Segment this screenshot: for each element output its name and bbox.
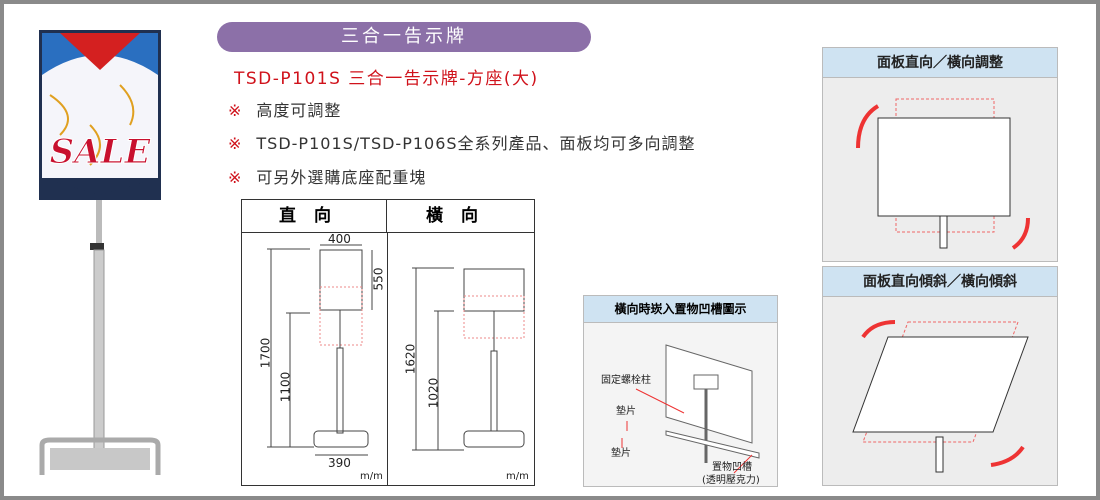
slot-diagram: 橫向時崁入置物凹槽圖示 固定螺栓柱 墊片 墊片 置物凹槽 (透明壓克力) [583, 295, 778, 487]
unit-label: m/m [506, 471, 529, 482]
product-photo: SALE [39, 30, 161, 475]
label-pad: 墊片 [616, 406, 636, 417]
slot-drawing [621, 344, 760, 474]
dim-pole-height: 1100 [278, 371, 293, 403]
portrait-header: 直向 [242, 200, 387, 233]
tilt-panel: 面板直向傾斜／橫向傾斜 [822, 266, 1058, 486]
feature-item: ※可另外選購底座配重塊 [228, 168, 427, 187]
label-pad: 墊片 [611, 448, 631, 459]
sign-sale-text: SALE [50, 132, 152, 172]
rotate-panel-title: 面板直向／橫向調整 [823, 48, 1057, 78]
dimension-table: 直向 橫向 400 550 1700 1100 390 m/m 1620 102… [241, 199, 535, 486]
rotate-panel: 面板直向／橫向調整 [822, 47, 1058, 262]
header-pill: 三合一告示牌 [217, 22, 591, 52]
slot-diagram-title: 橫向時崁入置物凹槽圖示 [584, 296, 777, 323]
dim-width: 400 [328, 232, 351, 246]
dim-panel-height: 550 [371, 267, 386, 291]
rotate-illustration [856, 98, 1030, 250]
dim-base-width: 390 [328, 456, 351, 470]
tilt-illustration [852, 320, 1029, 473]
landscape-header: 橫向 [387, 200, 535, 233]
label-bolt: 固定螺栓柱 [601, 375, 651, 386]
dim-pole-height-landscape: 1020 [426, 377, 441, 409]
tilt-panel-title: 面板直向傾斜／橫向傾斜 [823, 267, 1057, 297]
feature-item: ※高度可調整 [228, 101, 342, 120]
feature-item: ※TSD-P101S/TSD-P106S全系列產品、面板均可多向調整 [228, 134, 696, 153]
label-slot: 置物凹槽 [712, 462, 752, 473]
label-slot-note: (透明壓克力) [702, 475, 760, 486]
product-title: TSD-P101S 三合一告示牌-方座(大) [234, 69, 539, 89]
dim-total-height: 1700 [258, 337, 273, 369]
dim-total-height-landscape: 1620 [403, 343, 418, 375]
unit-label: m/m [360, 471, 383, 482]
dimension-drawing [267, 244, 525, 456]
